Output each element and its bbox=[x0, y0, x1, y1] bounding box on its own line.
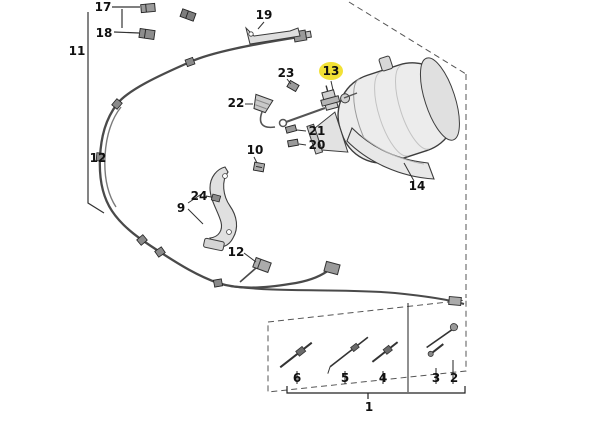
leader-line-12 bbox=[243, 252, 257, 263]
muffler-14 bbox=[306, 55, 460, 182]
inlet-flange-icon bbox=[306, 123, 324, 155]
nut-10 bbox=[252, 156, 266, 173]
diagonal-guide-line bbox=[348, 1, 467, 75]
clip-icon bbox=[184, 56, 196, 68]
callout-13[interactable]: 13 bbox=[323, 64, 340, 78]
sensor-22 bbox=[245, 93, 276, 129]
clip-icon bbox=[138, 27, 156, 41]
clip-icon bbox=[210, 193, 222, 203]
callout-21[interactable]: 21 bbox=[309, 124, 326, 138]
sensor-body-icon bbox=[320, 85, 341, 111]
callout-23[interactable]: 23 bbox=[278, 66, 295, 80]
callout-12-upper[interactable]: 12 bbox=[90, 151, 107, 165]
bolt-icon bbox=[286, 79, 300, 93]
callout-6[interactable]: 6 bbox=[293, 371, 301, 385]
cable-tie-icon bbox=[279, 341, 313, 369]
clip-icon bbox=[287, 138, 299, 148]
clip-icon bbox=[212, 278, 224, 288]
callout-3[interactable]: 3 bbox=[432, 371, 440, 385]
callout-labels: 17 18 11 19 12 23 13 22 21 20 10 24 9 14… bbox=[69, 0, 459, 414]
callout-2[interactable]: 2 bbox=[450, 371, 458, 385]
clip-icon bbox=[284, 124, 298, 134]
callout-20[interactable]: 20 bbox=[309, 138, 326, 152]
wiring-harness bbox=[98, 35, 465, 305]
clip-icon bbox=[111, 98, 123, 110]
bracket-19 bbox=[245, 21, 301, 45]
clip-icon bbox=[179, 8, 197, 22]
cable-tie-icon bbox=[371, 341, 399, 363]
clip-icon bbox=[140, 2, 156, 14]
group-fork-line bbox=[187, 192, 204, 225]
clip-icon bbox=[95, 152, 105, 162]
cable-tie-icon bbox=[327, 336, 369, 374]
part-23 bbox=[286, 78, 300, 93]
cable-tie-icon bbox=[426, 323, 459, 349]
callout-5[interactable]: 5 bbox=[341, 371, 349, 385]
callout-10[interactable]: 10 bbox=[247, 143, 264, 157]
sensor-eyelet-icon bbox=[278, 118, 288, 128]
callout-11[interactable]: 11 bbox=[69, 44, 86, 58]
connector-icon bbox=[252, 256, 272, 274]
callout-14[interactable]: 14 bbox=[409, 179, 426, 193]
clip-icon bbox=[136, 234, 148, 246]
connector-icon bbox=[448, 295, 462, 307]
callout-19[interactable]: 19 bbox=[256, 8, 273, 22]
left-reference-line bbox=[87, 6, 140, 214]
callout-24[interactable]: 24 bbox=[191, 189, 208, 203]
harness-tail-wire bbox=[229, 285, 465, 305]
top-clips bbox=[138, 2, 197, 41]
harness-connectors bbox=[239, 29, 462, 307]
bracket-icon bbox=[245, 26, 301, 45]
callout-4[interactable]: 4 bbox=[379, 371, 387, 385]
sensor-port-icon bbox=[378, 55, 394, 72]
clips-21-20 bbox=[284, 124, 307, 148]
callout-1[interactable]: 1 bbox=[365, 400, 373, 414]
bolt-icon bbox=[427, 343, 444, 357]
sensor-13 bbox=[278, 80, 358, 128]
bracket-icon bbox=[209, 166, 238, 248]
nut-icon bbox=[252, 161, 266, 173]
connector-icon bbox=[323, 260, 341, 276]
highlight-ellipse-13 bbox=[319, 62, 343, 80]
callout-9[interactable]: 9 bbox=[177, 201, 185, 215]
muffler-body-icon bbox=[306, 55, 460, 164]
callout-22[interactable]: 22 bbox=[228, 96, 245, 110]
callout-12-lower[interactable]: 12 bbox=[228, 245, 245, 259]
bottom-fasteners bbox=[279, 323, 459, 374]
bracket-9 bbox=[187, 166, 238, 252]
group-bracket-1 bbox=[286, 303, 466, 399]
dashed-guide-lines bbox=[267, 1, 467, 393]
callout-18[interactable]: 18 bbox=[96, 26, 113, 40]
harness-clips bbox=[95, 56, 224, 288]
clip-icon bbox=[154, 246, 166, 258]
fastener-group-box bbox=[267, 299, 467, 393]
callout-17[interactable]: 17 bbox=[95, 0, 112, 14]
sensor-boot-icon bbox=[253, 93, 274, 114]
